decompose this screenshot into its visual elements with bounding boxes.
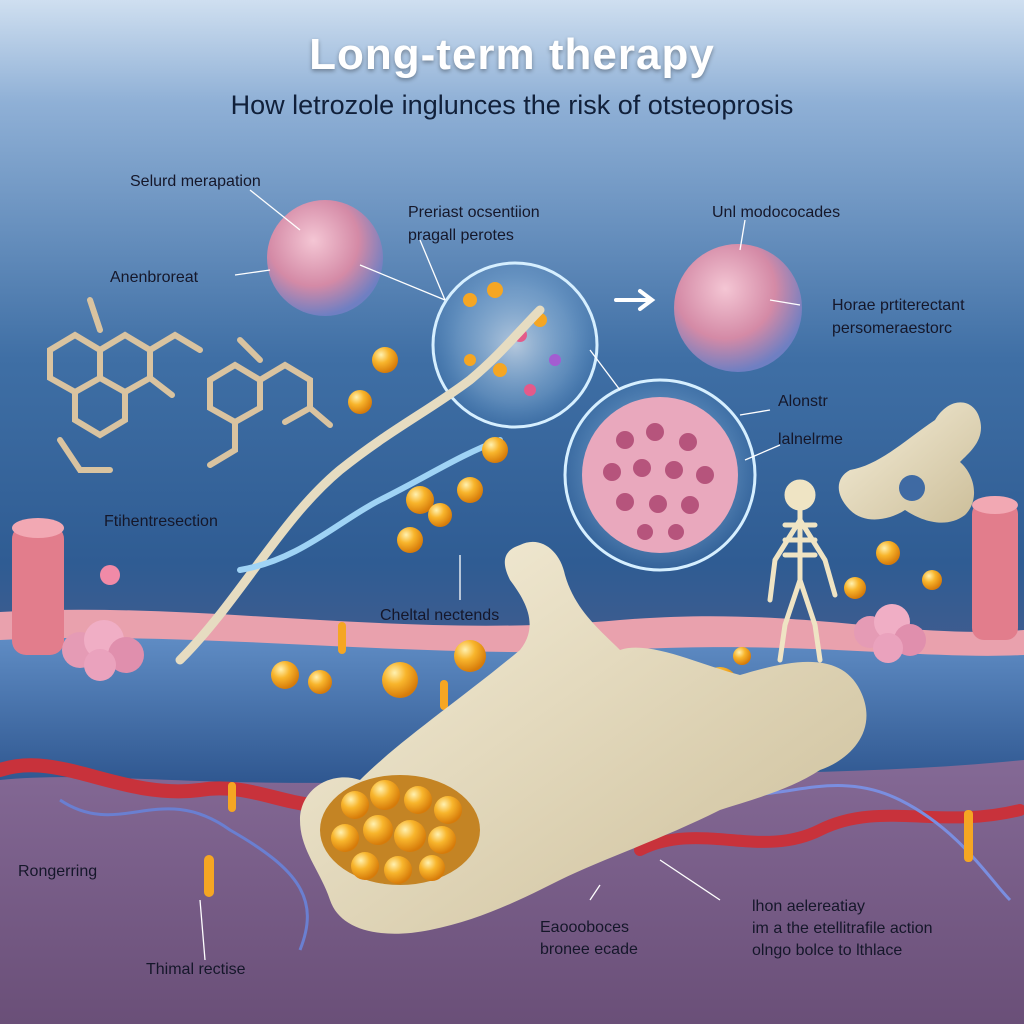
pink-cell-cluster-right bbox=[854, 604, 926, 663]
dna-helix-strand-b bbox=[237, 437, 503, 573]
label-selurd-merapation: Selurd merapation bbox=[130, 173, 261, 190]
page-title: Long-term therapy bbox=[309, 30, 715, 79]
label-unl-modococades: Unl modococades bbox=[712, 204, 841, 221]
label-anenbroreat: Anenbroreat bbox=[110, 269, 199, 286]
dna-orbs bbox=[348, 347, 508, 553]
label-etellitrafile-action: im a the etellitrafile action bbox=[752, 920, 933, 937]
label-preriast-ocsentiion: Preriast ocsentiion bbox=[408, 204, 540, 221]
label-alonstr: Alonstr bbox=[778, 393, 828, 410]
page-subtitle: How letrozole inglunces the risk of otst… bbox=[230, 90, 794, 120]
label-olngo-bolce: olngo bolce to lthlace bbox=[752, 942, 903, 959]
molecule-structure-right bbox=[207, 337, 333, 468]
label-thimal-rectise: Thimal rectise bbox=[146, 961, 246, 978]
nerve-fiber bbox=[59, 798, 309, 951]
joint-bone-right bbox=[838, 402, 981, 523]
label-eaoooboces: Eaoooboces bbox=[540, 919, 629, 936]
sphere-cell-top-left bbox=[267, 200, 383, 316]
marrow-cells bbox=[331, 780, 462, 884]
glowing-sphere bbox=[431, 261, 599, 429]
label-ftihentresection: Ftihentresection bbox=[104, 513, 218, 530]
label-pragall-perotes: pragall perotes bbox=[408, 227, 514, 244]
arrow-right bbox=[614, 289, 656, 311]
skeleton-figure bbox=[767, 479, 838, 663]
sphere-cell-top-right bbox=[674, 244, 802, 372]
label-lalnelrme: lalnelrme bbox=[778, 431, 843, 448]
label-cheltal-nectends: Cheltal nectends bbox=[380, 607, 500, 624]
blood-vessel-right bbox=[634, 804, 1024, 856]
label-rongerring: Rongerring bbox=[18, 863, 98, 880]
label-bronee-ecade: bronee ecade bbox=[540, 941, 638, 958]
pink-cell-cluster-left bbox=[62, 620, 144, 681]
pink-cylinder-left bbox=[12, 525, 64, 655]
dna-helix-strand-a bbox=[175, 305, 545, 665]
label-persomeraestorc: persomeraestorc bbox=[832, 320, 953, 337]
orange-capsules bbox=[204, 622, 973, 897]
label-lhon-aelereatiay: lhon aelereatiay bbox=[752, 898, 865, 915]
molecule-structure-left bbox=[47, 297, 203, 473]
label-horae-prtiterectant: Horae prtiterectant bbox=[832, 297, 965, 314]
pink-cylinder-right bbox=[972, 502, 1018, 640]
leader-lines bbox=[199, 189, 801, 961]
porous-cell-pits bbox=[603, 423, 714, 540]
